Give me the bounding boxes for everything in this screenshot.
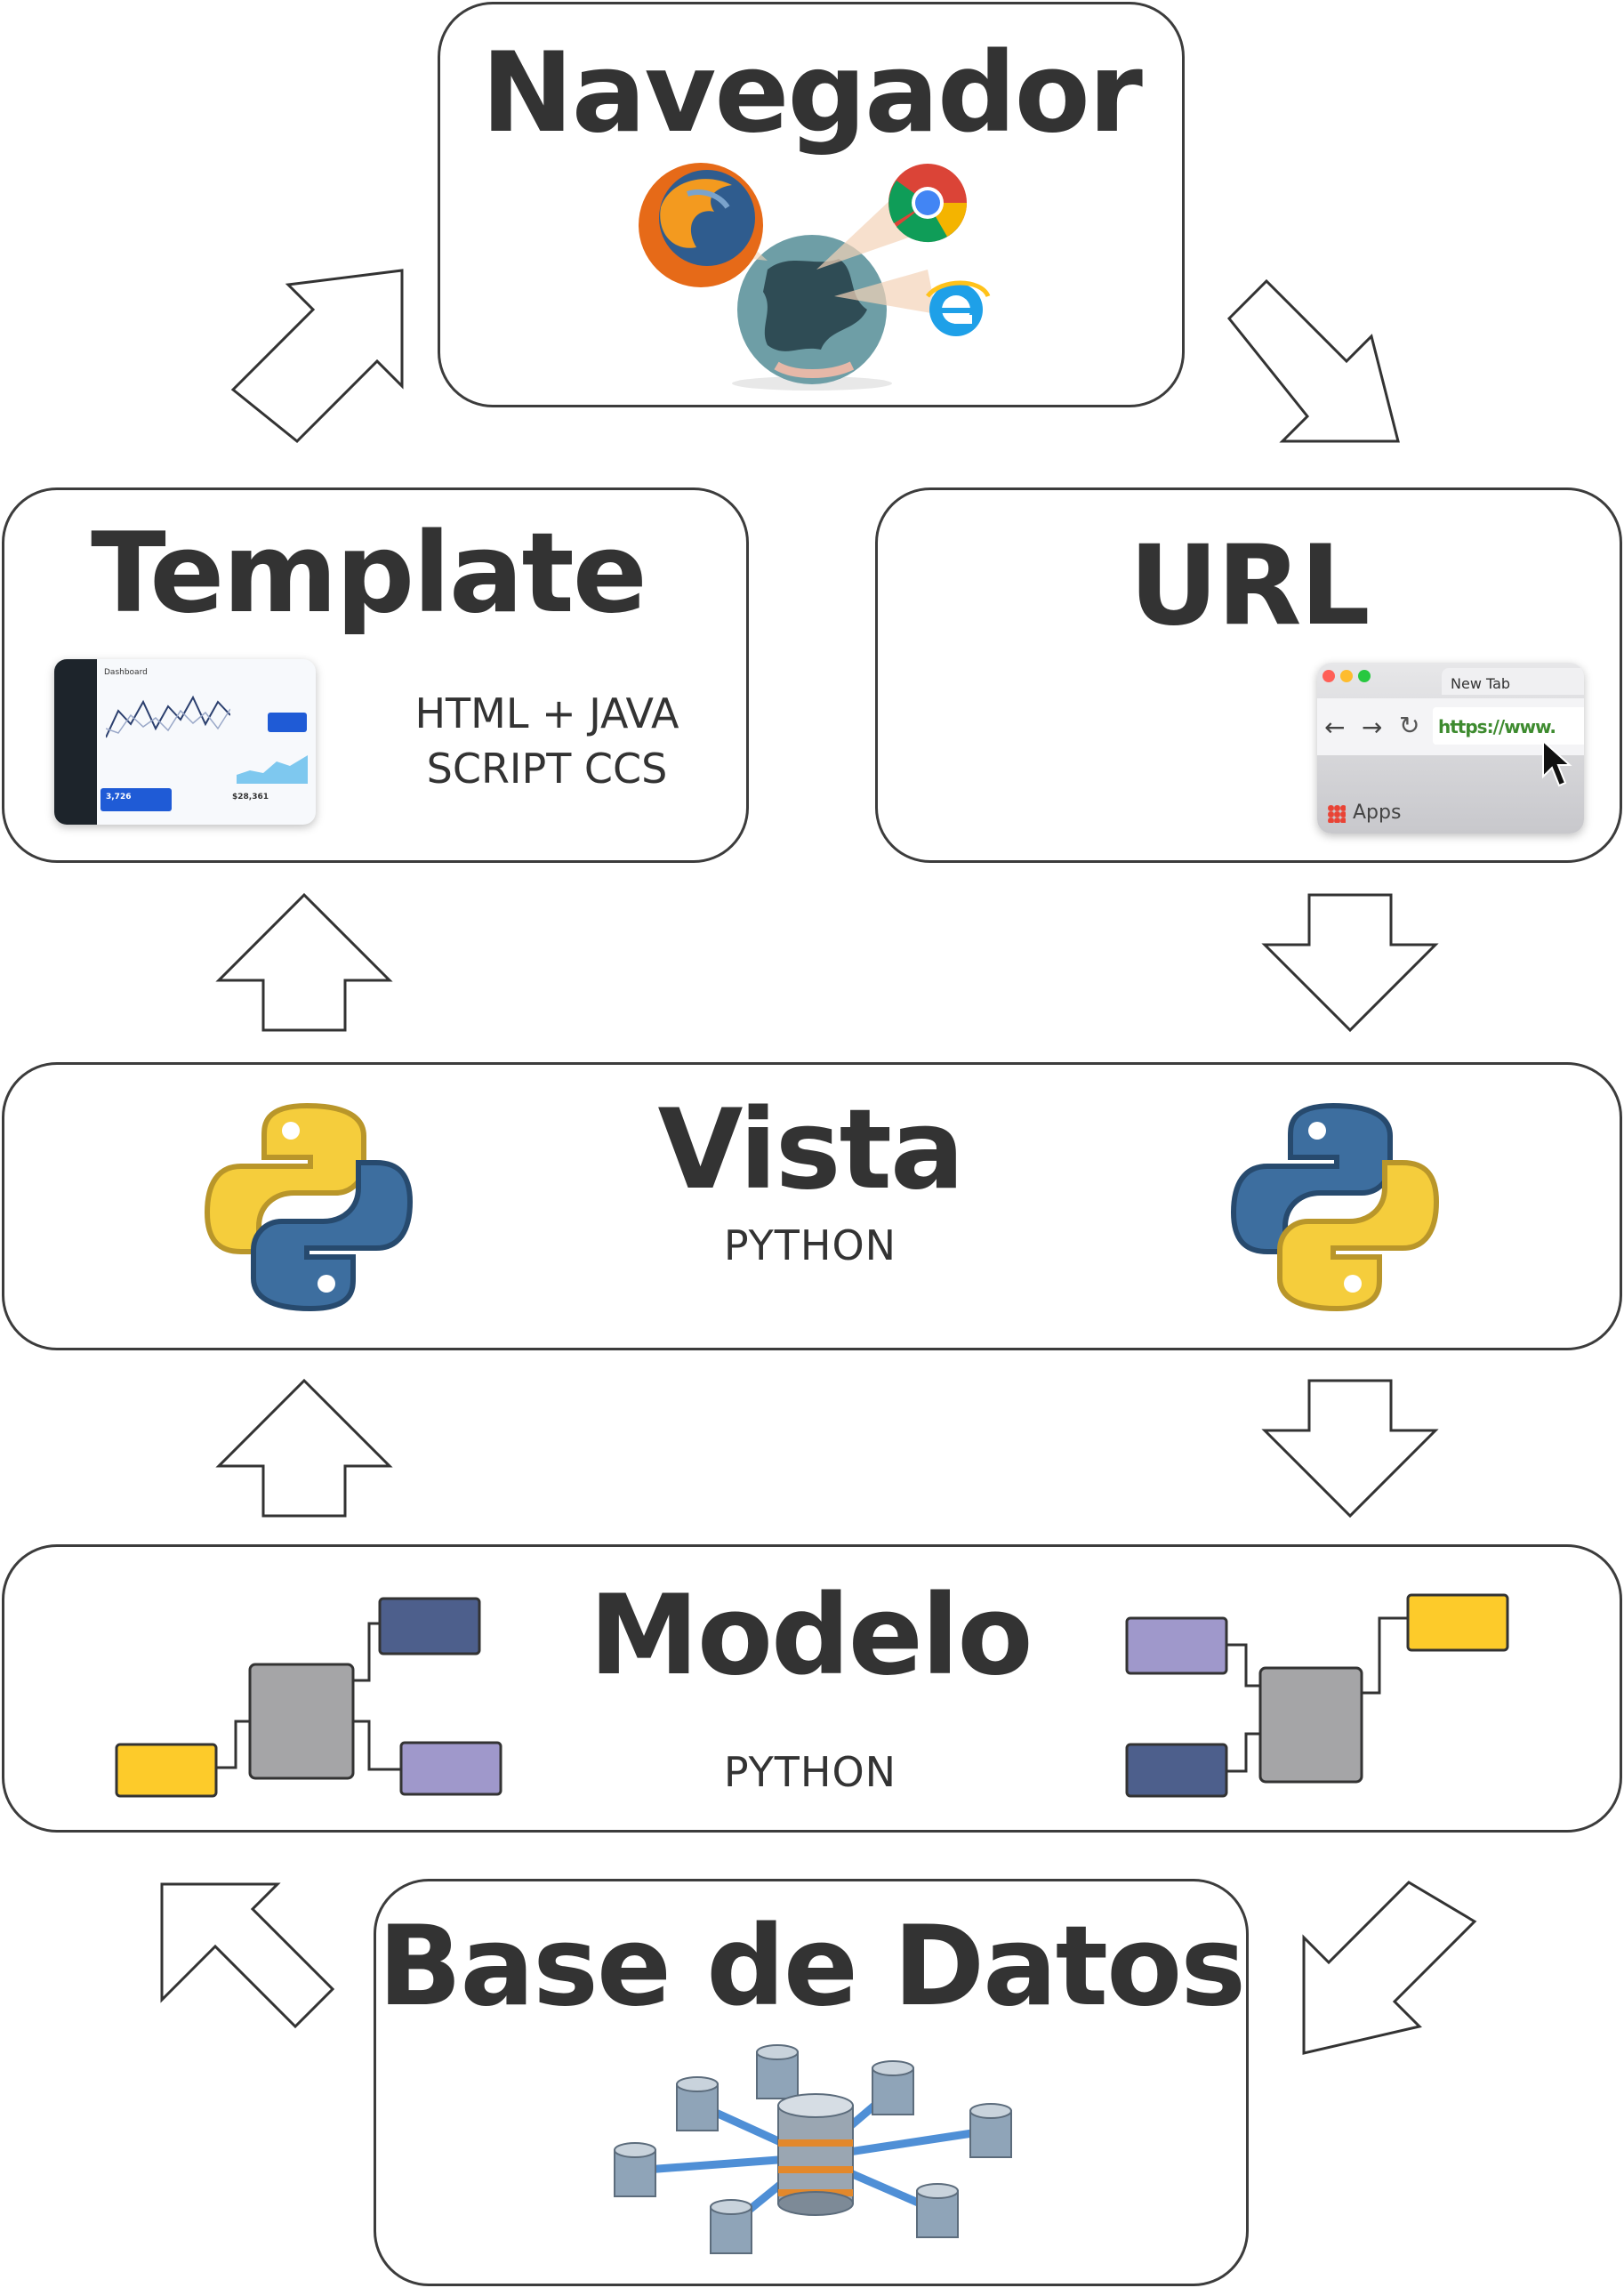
template-node: Template Dashboard 3,726 $28,361 HTML + …: [2, 487, 749, 863]
model-entity-navy: [1125, 1743, 1228, 1798]
arrow-modelo-to-vista: [215, 1378, 393, 1518]
dashboard-sidebar: [54, 659, 97, 825]
db-cylinder-small: [614, 2044, 1012, 2254]
apps-grid-icon: [1328, 805, 1346, 823]
browser-tab-label: New Tab: [1451, 675, 1511, 692]
back-arrow-icon: ←: [1324, 713, 1346, 742]
arrow-vista-to-template: [215, 892, 393, 1032]
base-datos-node: Base de Datos: [374, 1879, 1249, 2286]
url-node: URL New Tab ← → ↻ https://www. Apps: [875, 487, 1622, 863]
dashboard-stat-a: 3,726: [106, 793, 132, 802]
model-diagram-left: [115, 1597, 502, 1798]
arrow-navegador-to-url: [1226, 278, 1400, 443]
modelo-subtitle: PYTHON: [723, 1748, 897, 1796]
firefox-icon: [639, 163, 763, 287]
python-icon: [204, 1102, 414, 1312]
dashboard-area-chart: [237, 755, 308, 784]
dashboard-stat-card: [268, 713, 307, 732]
address-field: [1433, 707, 1584, 745]
navegador-node: Navegador: [438, 2, 1185, 407]
globe-icon: [732, 235, 892, 391]
window-max-dot: [1358, 670, 1371, 682]
model-diagram-right: [1125, 1593, 1509, 1798]
dashboard-blue-card: [100, 788, 172, 811]
model-entity-gray: [248, 1663, 355, 1780]
arrow-basedatos-to-modelo: [160, 1882, 335, 2029]
model-entity-purple: [1125, 1616, 1228, 1675]
modelo-title: Modelo: [589, 1572, 1033, 1700]
tech-note-line1: HTML + JAVA: [414, 689, 679, 737]
db-cylinder-central: [777, 2093, 854, 2216]
arrow-modelo-to-basedatos: [1302, 1881, 1477, 2055]
forward-arrow-icon: →: [1362, 713, 1383, 742]
model-entity-yellow: [1406, 1593, 1509, 1652]
model-entity-yellow: [115, 1743, 218, 1798]
navegador-title: Navegador: [481, 29, 1143, 157]
dashboard-stat-b: $28,361: [232, 793, 269, 802]
model-entity-gray: [1258, 1666, 1363, 1784]
dashboard-heading: Dashboard: [104, 668, 148, 677]
arrow-url-to-vista: [1261, 893, 1439, 1033]
window-close-dot: [1323, 670, 1335, 682]
arrow-vista-to-modelo: [1261, 1379, 1439, 1519]
vista-title: Vista: [657, 1086, 964, 1214]
chrome-icon: [888, 164, 967, 243]
modelo-node: Modelo PYTHON: [2, 1544, 1622, 1833]
browsers-illustration: [639, 163, 991, 391]
template-tech-note: HTML + JAVA SCRIPT CCS: [378, 686, 716, 796]
apps-label: Apps: [1353, 802, 1402, 824]
address-text: https://www.: [1438, 716, 1556, 737]
vista-node: Vista PYTHON: [2, 1062, 1622, 1350]
dashboard-line-chart: [106, 695, 230, 738]
arrow-template-to-navegador: [230, 269, 404, 444]
window-min-dot: [1340, 670, 1353, 682]
model-entity-purple: [399, 1741, 502, 1796]
database-cluster-icon: [614, 2044, 1012, 2254]
browser-address-bar-image: New Tab ← → ↻ https://www. Apps: [1317, 663, 1584, 834]
cursor-arrow-icon: [1542, 738, 1572, 787]
ie-icon: [926, 280, 991, 336]
model-entity-navy: [378, 1597, 481, 1656]
base-datos-title: Base de Datos: [377, 1903, 1246, 2031]
browser-tab: [1442, 668, 1584, 695]
vista-subtitle: PYTHON: [723, 1221, 897, 1269]
python-icon: [1230, 1102, 1440, 1312]
tech-note-line2: SCRIPT CCS: [426, 745, 668, 793]
dashboard-thumbnail: Dashboard 3,726 $28,361: [54, 659, 316, 825]
template-title: Template: [91, 510, 647, 638]
reload-icon: ↻: [1399, 711, 1420, 740]
url-title: URL: [1129, 522, 1370, 650]
